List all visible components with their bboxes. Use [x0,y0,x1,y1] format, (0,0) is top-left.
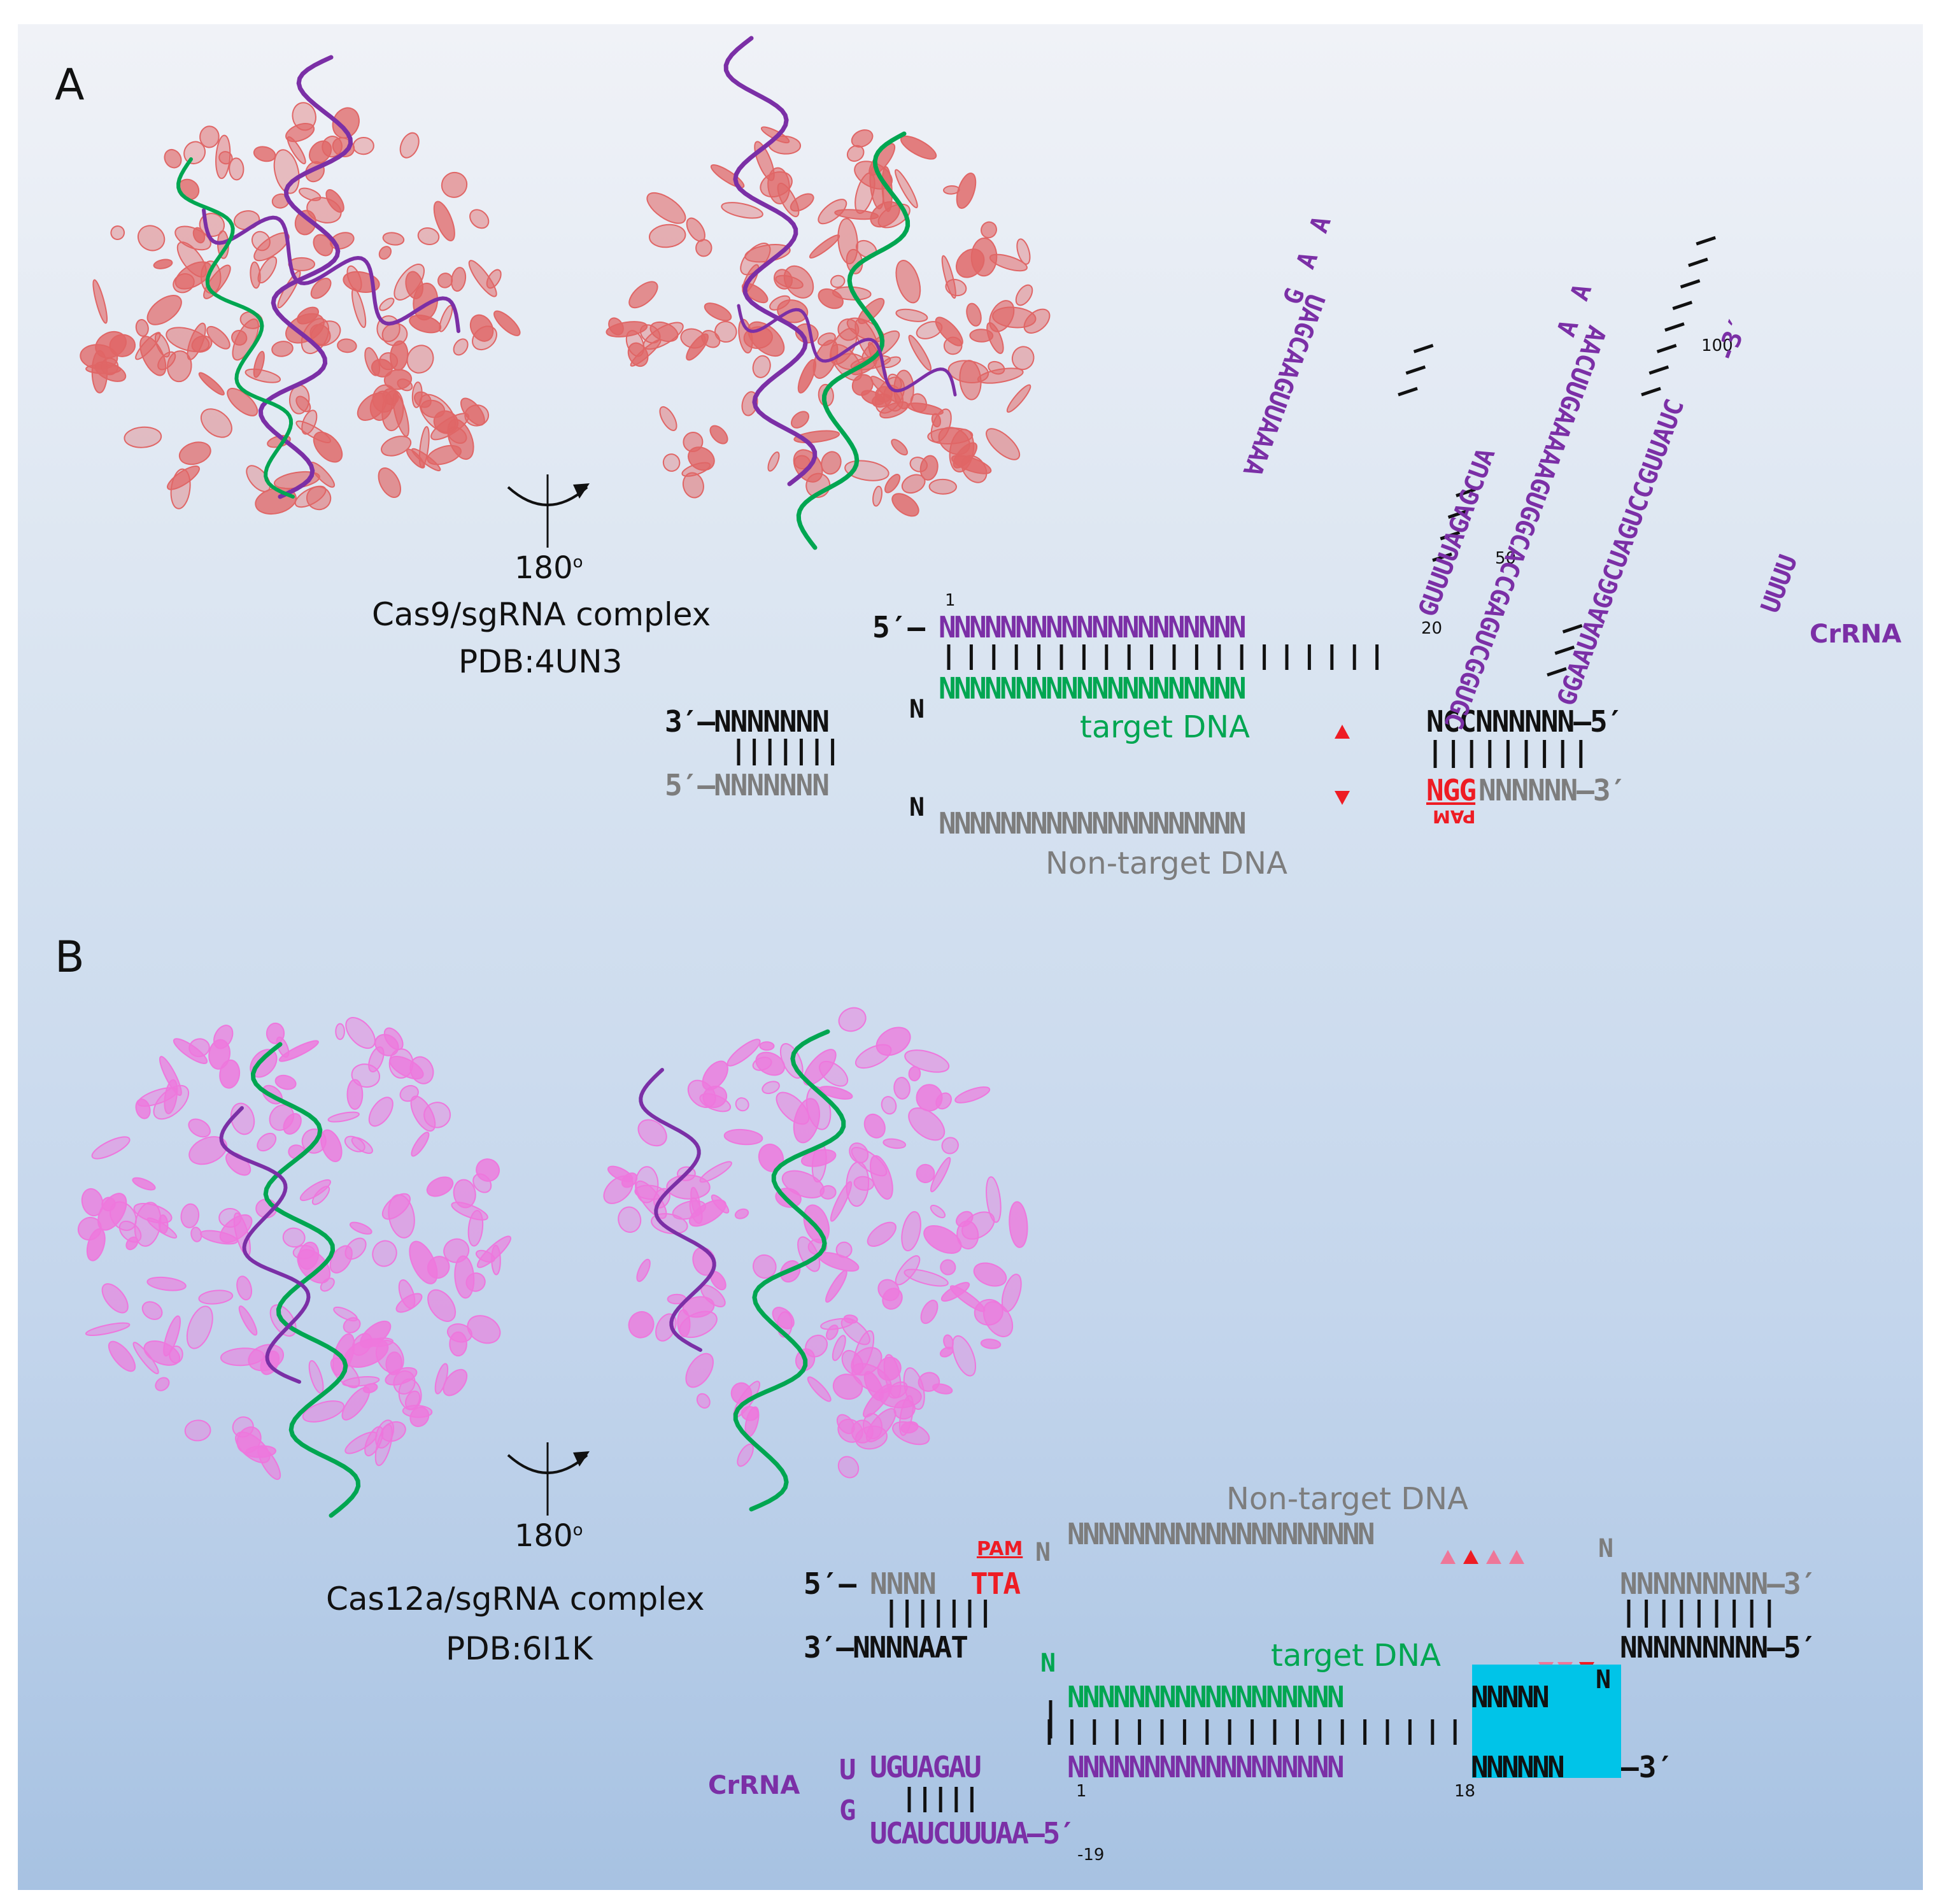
target-n-right-b: N [1596,1665,1612,1694]
hairpin2-basepair-upper [1688,257,1708,267]
top-nnnn-b: NNNN [870,1567,937,1601]
pam-sequence-a: NGG [1426,773,1477,807]
target-dna-strand-a: NNNNNNNNNNNNNNNNNNNN [939,671,1247,706]
sgrna-helix-back [723,36,818,487]
rotation-arrow-icon-a-head [573,483,590,499]
rotation-angle-b: 180o [514,1518,583,1554]
top-5prime-b: 5′– [804,1567,857,1601]
crrna-tail-b: NNNNNN [1471,1750,1565,1784]
hairpin2-basepair-upper [1664,322,1685,332]
left-duplex-bottom-b: 3′–NNNNAAT [804,1630,968,1665]
nontarget-n-left-b: N [1035,1538,1051,1567]
left-junction-n-bottom-a: N [909,793,925,822]
hairpin2-basepair-upper [1696,236,1716,246]
right-duplex-bottom-b: NNNNNNNNN–5′ [1620,1630,1817,1665]
hairpin2-basepair-lower [1554,645,1575,655]
pdb-id-a: PDB:4UN3 [458,643,623,680]
position-1-a: 1 [945,591,956,610]
position-20-a: 20 [1421,619,1443,638]
target-dna-label-b: target DNA [1271,1638,1441,1673]
sgrna-helix-front-2 [202,208,460,333]
seed-region-highlight [1472,1665,1621,1778]
hairpin2-basepair-upper [1641,387,1661,397]
target-dna-tail-b: NNNNN [1471,1680,1550,1714]
crrna-label-a: CrRNA [1810,620,1902,649]
crrna-3prime-b: –3′ [1621,1750,1675,1784]
crrna-stem-bottom-b: UCAUCUUUAA–5′ [870,1816,1076,1851]
position-neg19-b: -19 [1077,1845,1105,1865]
panel-a-label: A [55,60,85,110]
target-dna-strand-b: NNNNNNNNNNNNNNNNNN [1067,1680,1345,1714]
cas9-structure-front [80,102,521,515]
pam-label-b: PAM [977,1538,1023,1560]
cleavage-site-triangle-icon [1509,1550,1524,1564]
crrna-spacer-a: NNNNNNNNNNNNNNNNNNNN [939,610,1247,644]
hairpin2-basepair-upper [1672,301,1693,311]
nontarget-dna-label-b: Non-target DNA [1226,1481,1468,1517]
nontarget-dna-label-a: Non-target DNA [1045,846,1287,881]
target-dna-helix-front-b [250,1042,361,1518]
hairpin1-basepair-lower [1447,509,1468,519]
hairpin1-basepair-lower [1432,552,1452,562]
sgrna-helix-front [258,55,353,499]
cas12a-structure-back [603,1007,1028,1479]
nontarget-dna-strand-b: NNNNNNNNNNNNNNNNNNNN [1067,1517,1375,1551]
crrna-loop-g-b: G [839,1794,856,1827]
crrna-helix-back-b [639,1068,716,1352]
cleavage-site-triangle-icon [1486,1550,1501,1564]
hairpin1-basepair-lower [1440,530,1461,541]
hairpin1-basepair-upper [1405,365,1426,375]
target-dna-helix-back-b [733,1029,846,1512]
nontarget-dna-strand-a: NNNNNNNNNNNNNNNNNNNN [939,806,1247,841]
crrna-stem-top-b: UGUAGAU [870,1750,982,1784]
panel-b-label: B [55,932,85,983]
left-junction-n-top-a: N [909,695,925,724]
left-duplex-bottom-a: 5′–NNNNNNN [665,768,830,802]
cas9-structure-back [606,126,1051,517]
position-1-b: 1 [1076,1782,1087,1801]
left-duplex-top-a: 3′–NNNNNNN [665,704,830,739]
right-duplex-top-b: NNNNNNNNN–3′ [1620,1567,1817,1601]
hairpin2-basepair-lower [1547,667,1567,677]
position-18-b: 18 [1454,1782,1476,1801]
crrna-label-b: CrRNA [708,1771,800,1800]
hairpin2-basepair-upper [1680,279,1701,289]
target-dna-label-a: target DNA [1080,709,1250,745]
pam-sequence-b: TTA [970,1567,1021,1601]
hairpin1-basepair-upper [1413,343,1434,353]
hairpin2-basepair-upper [1648,365,1669,375]
hairpin2-basepair-upper [1656,343,1677,353]
target-dna-helix-back [796,131,911,550]
right-duplex-top-a: NCCNNNNNN–5′ [1426,704,1624,739]
pam-label-a: PAM [1433,806,1476,827]
hairpin2-basepair-lower [1562,623,1583,634]
hairpin1-basepair-lower [1456,488,1476,497]
crrna-5prime-a: 5′– [872,610,926,644]
cleavage-site-triangle-icon [1463,1550,1478,1564]
rotation-angle-a: 180o [514,550,583,586]
position-100-a: 100 [1701,336,1733,355]
cleavage-site-triangle-icon [1335,725,1350,739]
target-dna-helix-front [176,157,295,499]
nontarget-n-right-b: N [1598,1534,1614,1563]
cleavage-site-triangle-icon [1335,791,1350,805]
cleavage-site-triangle-icon [1440,1550,1456,1564]
right-duplex-bottom-a: NNNNNN–3′ [1478,773,1627,807]
cas12a-structure-front [77,1017,511,1481]
sgrna-helix-back-2 [737,304,957,397]
hairpin1-basepair-upper [1398,387,1418,397]
crrna-loop-u-b: U [839,1754,856,1786]
position-50-a: 50 [1495,549,1517,568]
complex-name-a: Cas9/sgRNA complex [372,596,711,633]
rotation-arrow-icon-b-head [573,1451,590,1467]
complex-name-b: Cas12a/sgRNA complex [326,1581,705,1617]
pdb-id-b: PDB:6I1K [446,1630,593,1667]
crrna-helix-front-b [219,1106,311,1384]
crrna-spacer-b: NNNNNNNNNNNNNNNNNN [1067,1750,1345,1784]
target-n-junction-b: N [1040,1649,1056,1678]
